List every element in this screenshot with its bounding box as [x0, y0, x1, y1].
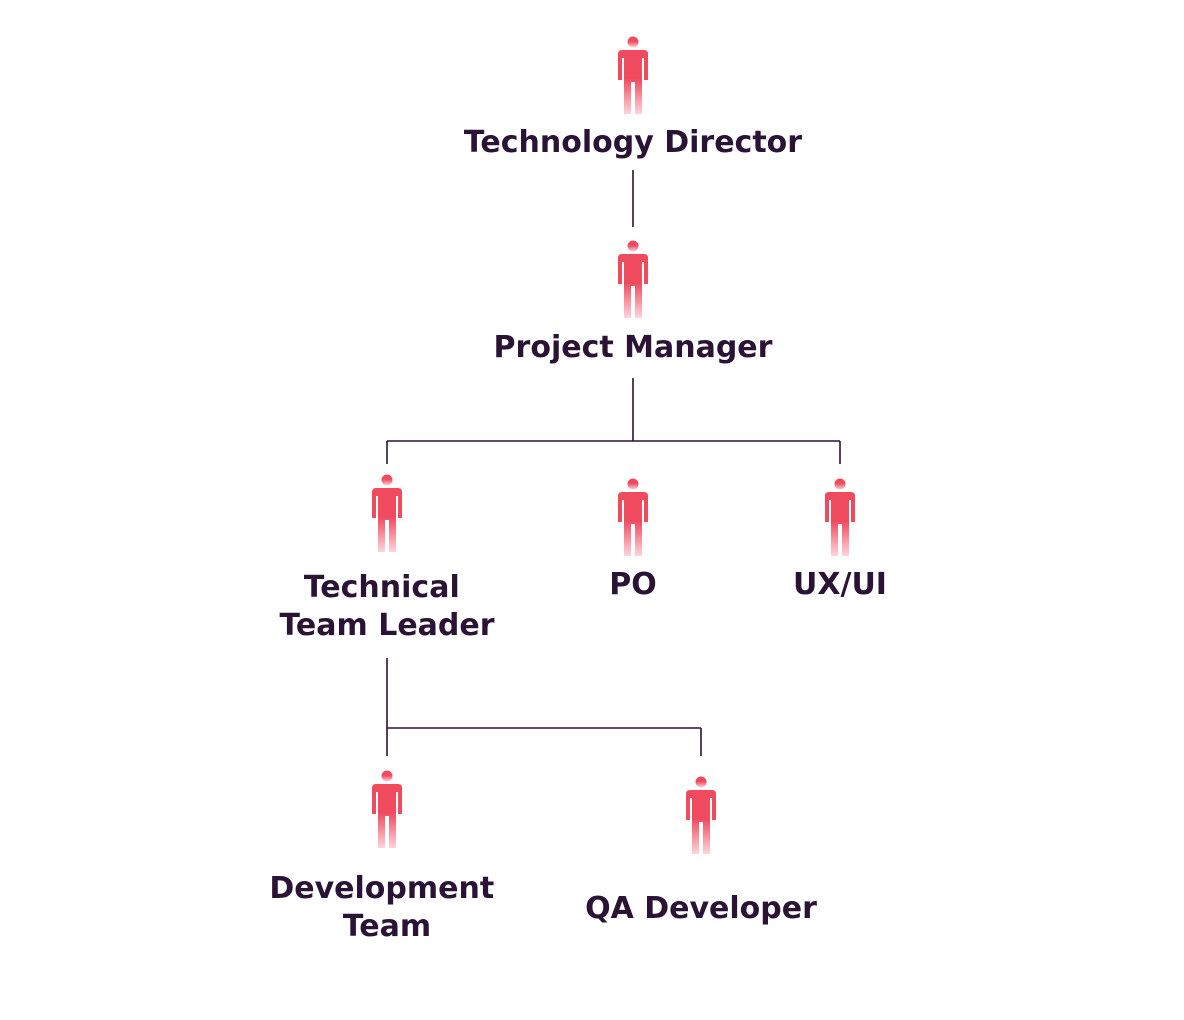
- label-line: Development: [269, 871, 494, 906]
- person-icon: [686, 776, 716, 854]
- node-project-manager: Project Manager: [494, 240, 773, 365]
- node-development-team: Development Team: [269, 770, 504, 944]
- node-technology-director: Technology Director: [464, 36, 802, 160]
- person-icon: [618, 36, 648, 114]
- node-ux-ui: UX/UI: [793, 478, 887, 602]
- node-po: PO: [609, 478, 657, 602]
- connector-lines: [386, 170, 841, 756]
- person-icon: [618, 240, 648, 318]
- node-label: Development Team: [269, 871, 504, 944]
- person-icon: [618, 478, 648, 556]
- label-line: Technical: [304, 570, 460, 605]
- node-technical-team-leader: Technical Team Leader: [279, 474, 495, 643]
- label-line: Project Manager: [494, 330, 773, 365]
- node-label: UX/UI: [793, 567, 887, 602]
- node-label: Project Manager: [494, 330, 773, 365]
- person-icon: [372, 770, 402, 848]
- node-label: QA Developer: [585, 891, 817, 926]
- node-label: PO: [609, 567, 657, 602]
- label-line: Team Leader: [279, 608, 494, 643]
- label-line: QA Developer: [585, 891, 817, 926]
- person-icon: [372, 474, 402, 552]
- node-label: Technical Team Leader: [279, 570, 494, 643]
- label-line: PO: [609, 567, 657, 602]
- person-icon: [825, 478, 855, 556]
- label-line: UX/UI: [793, 567, 887, 602]
- label-line: Team: [343, 909, 431, 944]
- label-line: Technology Director: [464, 125, 802, 160]
- node-qa-developer: QA Developer: [585, 776, 817, 926]
- node-label: Technology Director: [464, 125, 802, 160]
